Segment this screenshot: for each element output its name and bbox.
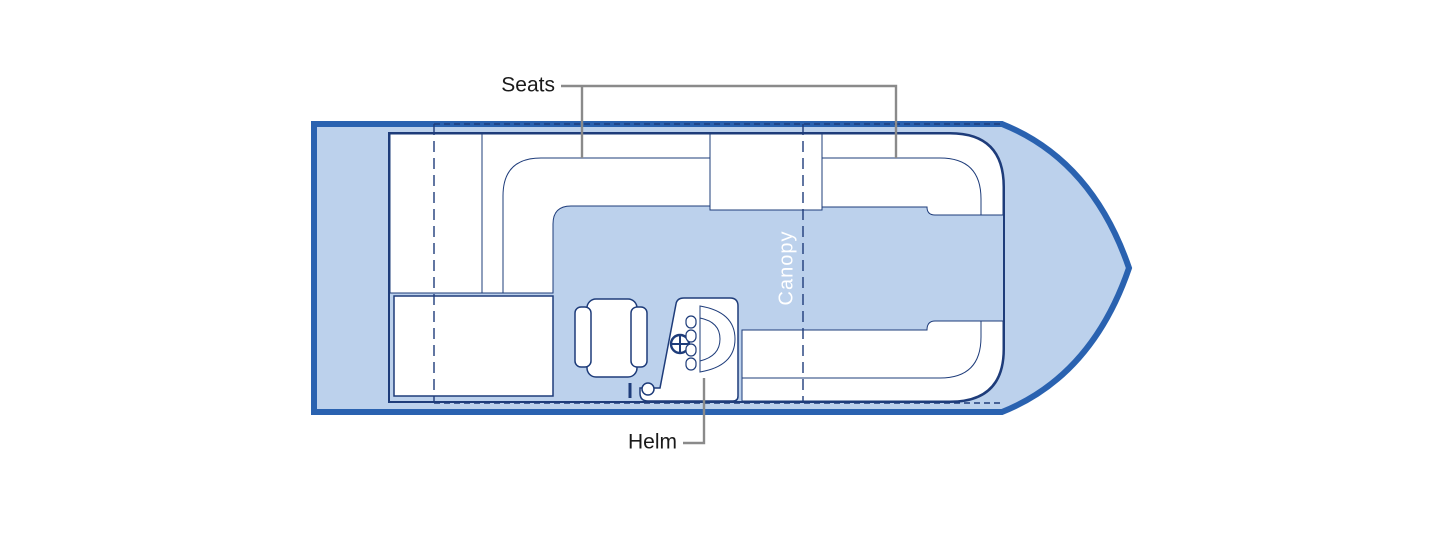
helm-callout: Helm — [628, 378, 706, 454]
seat-l-bench-inner — [502, 157, 982, 293]
deck-border — [388, 132, 1005, 403]
seats-callout: Seats — [501, 74, 898, 158]
chair-armrest-left — [574, 306, 592, 368]
helm-gauge-3 — [685, 343, 697, 357]
seat-stern-lower — [393, 295, 554, 397]
seats-label: Seats — [501, 74, 555, 97]
seat-stern-upper — [389, 133, 483, 294]
canopy-label: Canopy — [775, 231, 797, 306]
helm-label: Helm — [628, 431, 677, 454]
seat-lower-bench — [741, 320, 1004, 402]
helm-leader-line — [683, 378, 706, 445]
helm-console — [628, 297, 739, 402]
helm-dash-dome — [699, 305, 736, 373]
helm-gauge-2 — [685, 329, 697, 343]
chair-armrest-right — [630, 306, 648, 368]
seat-l-bench — [481, 133, 1004, 294]
captain-chair — [574, 298, 648, 378]
throttle-knob-icon — [641, 382, 655, 396]
helm-gauge-1 — [685, 315, 697, 329]
seat-center-block — [709, 133, 823, 211]
canopy-outline — [433, 123, 1002, 404]
seat-lower-bench-inner — [742, 321, 982, 379]
chair-back — [586, 298, 638, 378]
helm-gauge-4 — [685, 357, 697, 371]
seats-leader-line — [561, 84, 898, 158]
seating-group — [389, 133, 1004, 402]
